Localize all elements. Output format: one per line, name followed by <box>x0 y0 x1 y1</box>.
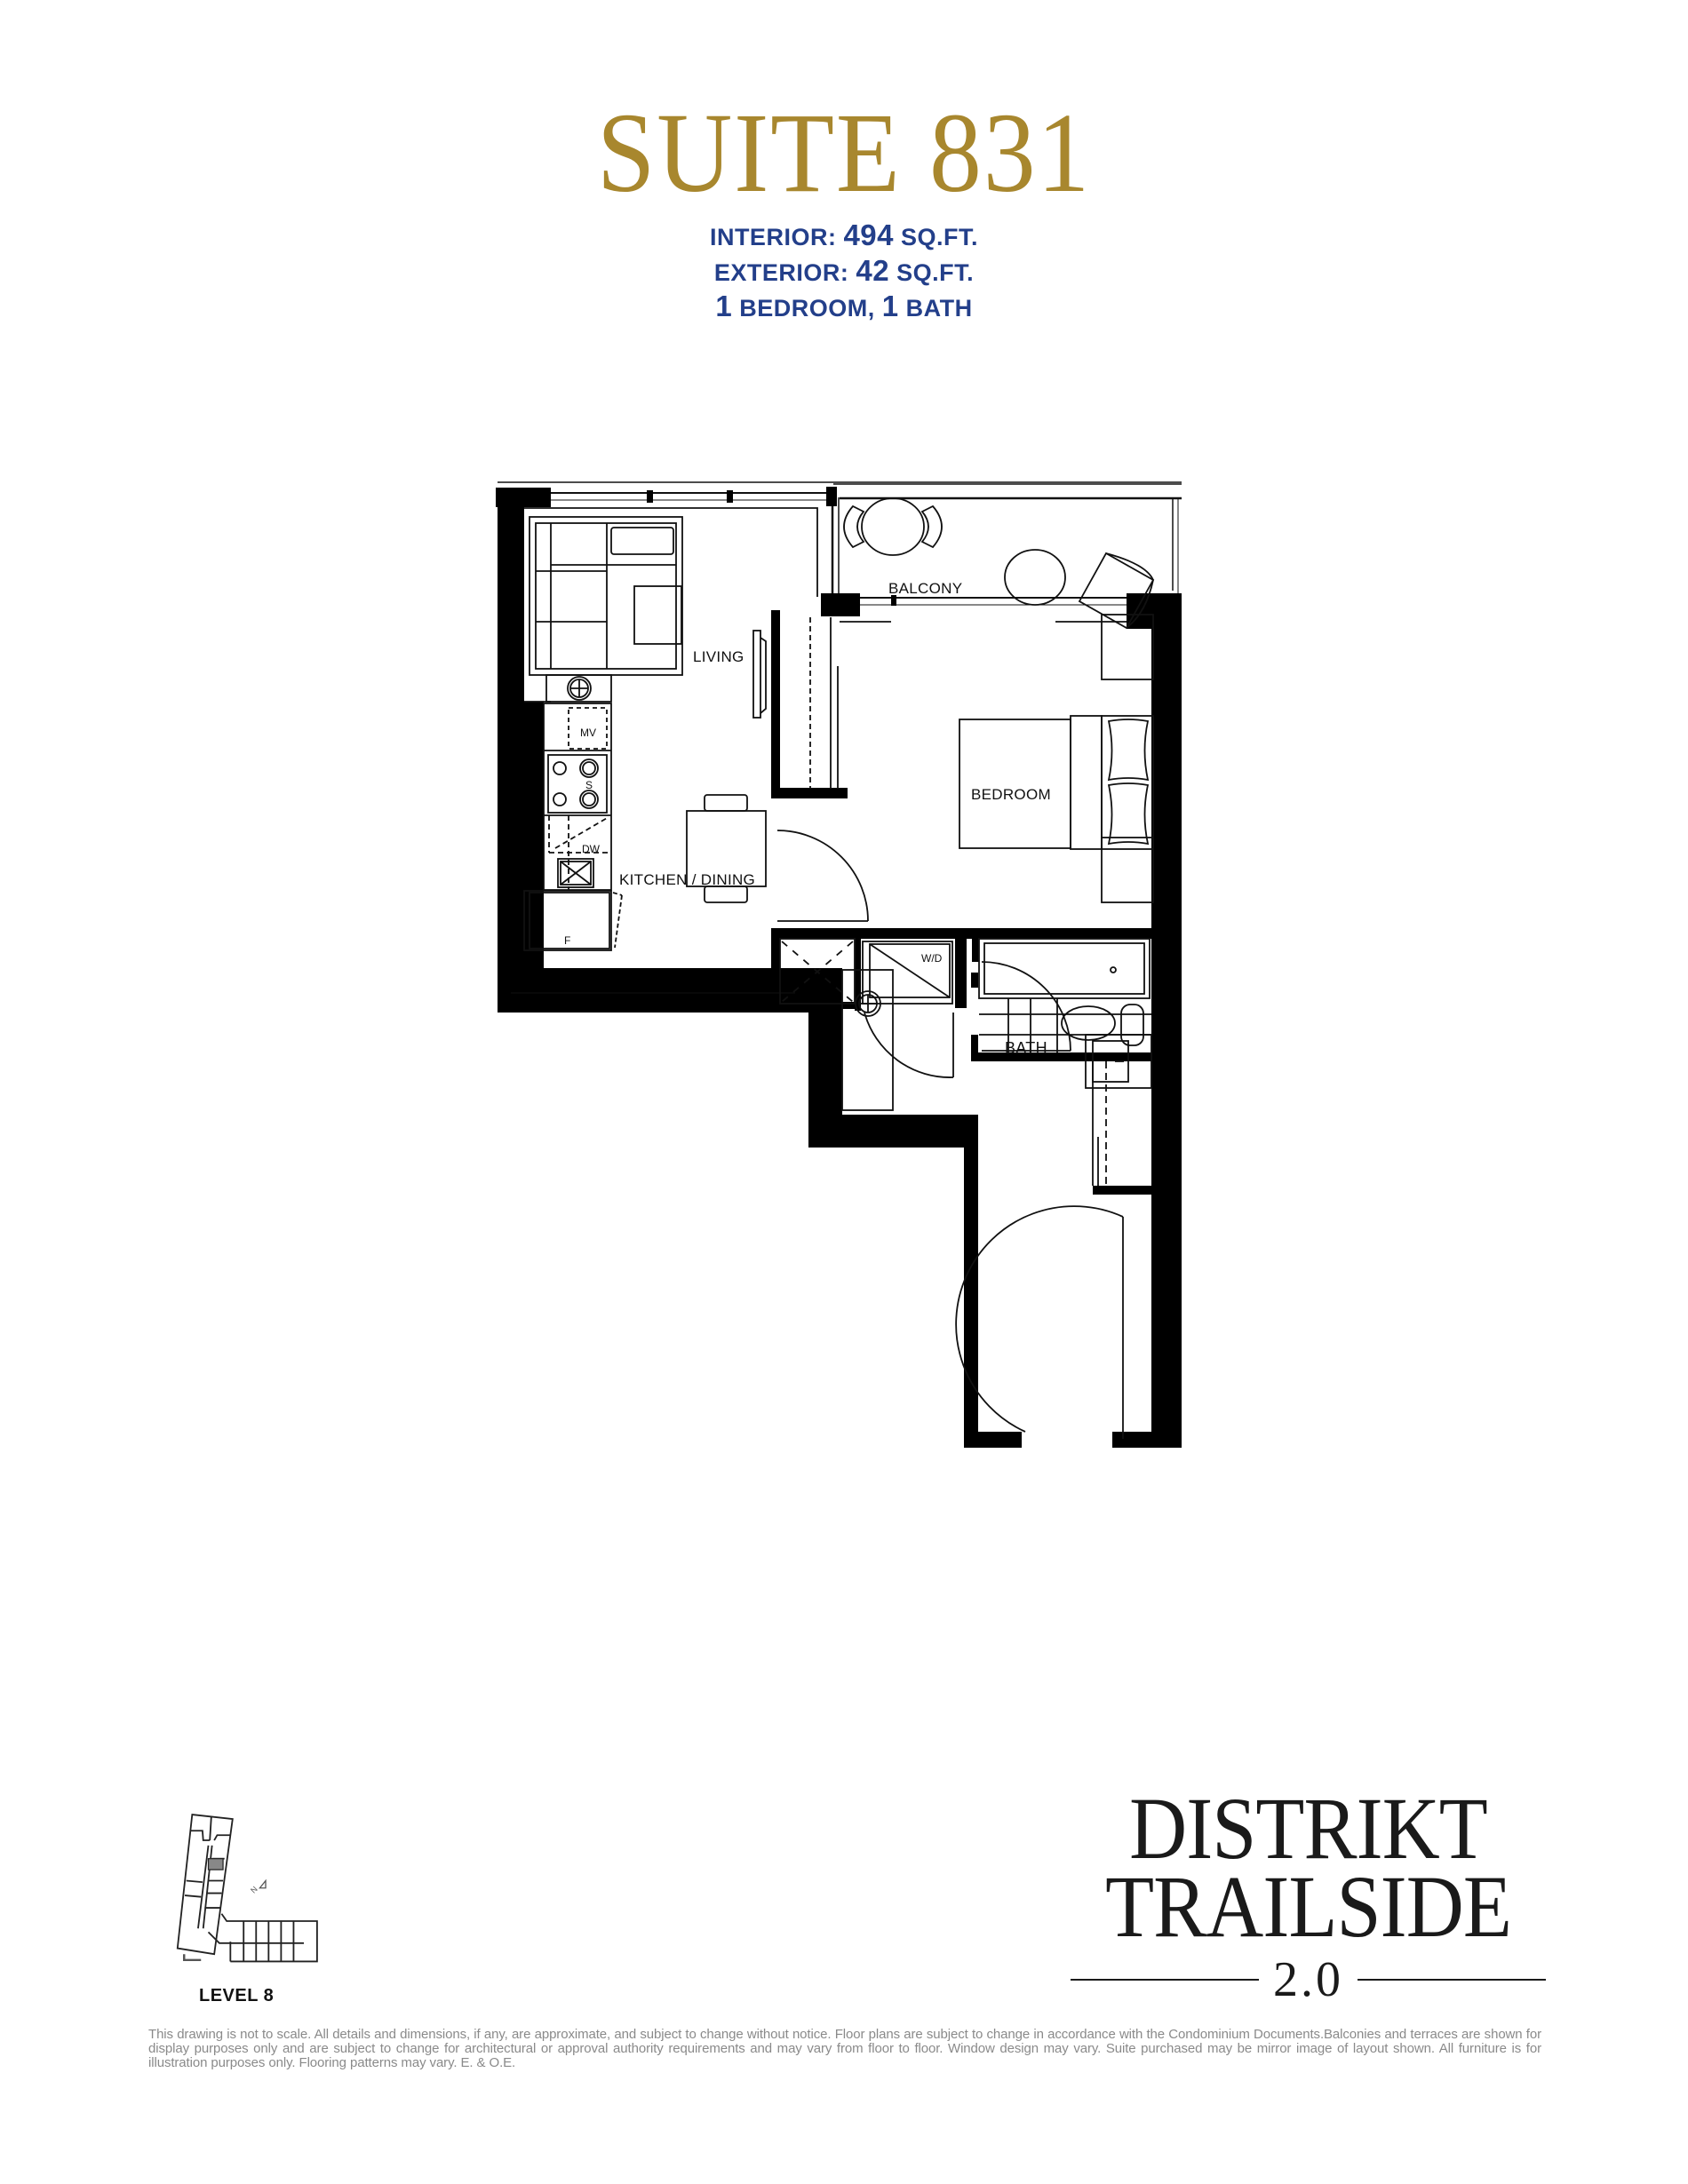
interior-unit: SQ.FT. <box>901 224 979 250</box>
logo-version-row: 2.0 <box>1071 1953 1546 2006</box>
room-label-bedroom: BEDROOM <box>971 786 1051 803</box>
logo-rule-left <box>1071 1979 1259 1981</box>
bedroom-count: 1 <box>715 290 733 322</box>
suite-title: SUITE 831 <box>596 90 1092 216</box>
keyplan-suite-highlight <box>207 1858 224 1870</box>
logo-line-2: TRAILSIDE <box>1105 1857 1512 1956</box>
exterior-value: 42 <box>856 254 890 287</box>
walls <box>496 488 1182 1448</box>
interior-label: INTERIOR: <box>709 224 837 250</box>
logo-line-1: DISTRIKT <box>1129 1779 1488 1878</box>
key-plan: N <box>176 1814 318 1963</box>
suite-specs: INTERIOR: 494 SQ.FT. EXTERIOR: 42 SQ.FT.… <box>0 218 1688 325</box>
logo-rule-right <box>1358 1979 1546 1981</box>
exterior-unit: SQ.FT. <box>896 259 975 286</box>
north-arrow-icon: N <box>249 1878 267 1895</box>
bath-count: 1 <box>881 290 899 322</box>
appliance-label-microwave: MV <box>580 727 596 739</box>
level-label: LEVEL 8 <box>199 1986 275 2005</box>
svg-text:N: N <box>249 1885 259 1895</box>
brand-logo: DISTRIKT TRAILSIDE 2.0 <box>1071 1779 1546 2006</box>
room-label-balcony: BALCONY <box>888 580 962 597</box>
exterior-label: EXTERIOR: <box>713 259 849 286</box>
room-count: 1 BEDROOM, 1 BATH <box>0 290 1688 325</box>
room-label-kitchen-dining: KITCHEN / DINING <box>619 871 755 888</box>
interior-area: INTERIOR: 494 SQ.FT. <box>0 218 1688 254</box>
bath-label: BATH <box>905 295 973 322</box>
balcony-furniture <box>843 497 1155 630</box>
appliance-label-fridge: F <box>564 934 570 947</box>
room-label-living: LIVING <box>693 648 744 665</box>
interior-value: 494 <box>843 218 895 251</box>
bedroom-label: BEDROOM, <box>739 295 875 322</box>
exterior-area: EXTERIOR: 42 SQ.FT. <box>0 254 1688 290</box>
legal-disclaimer: This drawing is not to scale. All detail… <box>148 2027 1541 2070</box>
room-label-bath: BATH <box>1005 1039 1047 1057</box>
appliance-label-stove: S <box>585 779 593 791</box>
appliance-label-washer-dryer: W/D <box>921 952 943 965</box>
logo-version: 2.0 <box>1273 1952 1343 2007</box>
appliance-label-dishwasher: DW <box>582 843 601 855</box>
